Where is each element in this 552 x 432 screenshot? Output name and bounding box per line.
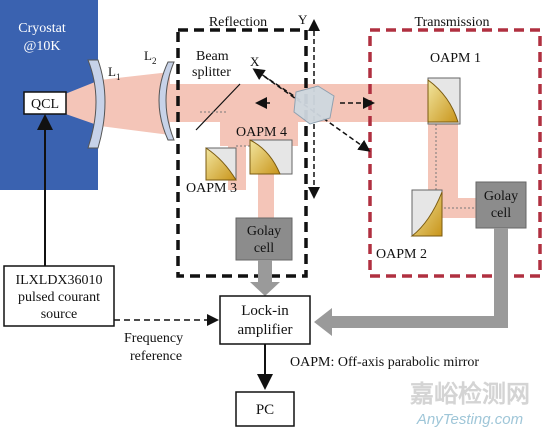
lens-l1-label: L [108, 64, 116, 79]
lockin-amplifier-box [219, 295, 311, 345]
lens-l1 [87, 59, 106, 149]
cryostat-label: Cryostat [18, 21, 66, 36]
lockin-label-1: Lock-in [241, 303, 289, 319]
pc-label: PC [256, 402, 274, 418]
oapm-legend: OAPM: Off-axis parabolic mirror [290, 355, 479, 370]
golay-cell-right [475, 181, 527, 229]
transmission-label: Transmission [415, 15, 490, 30]
beam-expanding [100, 72, 170, 135]
lens-l2 [158, 61, 175, 141]
beam-splitter-label-1: Beam [196, 49, 229, 64]
beam-source [60, 80, 100, 126]
beam-splitter-label-2: splitter [192, 65, 231, 80]
sample [293, 85, 335, 125]
cryostat-temperature: @10K [23, 39, 60, 54]
lens-l1-subscript: 1 [116, 72, 121, 82]
transmission-box [368, 28, 542, 278]
oapm3-mirror [205, 147, 237, 181]
golay-cell-right-label-2: cell [491, 206, 511, 221]
oapm1-mirror [427, 79, 459, 123]
source-label-3: source [41, 307, 78, 322]
golay-cell-right-label-1: Golay [484, 189, 518, 204]
golay-cell-left-label-2: cell [254, 241, 274, 256]
source-label-2: pulsed courant [18, 290, 100, 305]
oapm1-label: OAPM 1 [430, 51, 481, 66]
golay-right-signal-arrow [314, 228, 508, 336]
oapm2-label: OAPM 2 [376, 247, 427, 262]
pc-box [235, 391, 295, 427]
axis-x-arrow-reverse [252, 68, 301, 101]
oapm4-label: OAPM 4 [236, 125, 287, 140]
oapm2-mirror [410, 191, 443, 237]
lens-l2-label: L [144, 48, 152, 63]
lockin-label-2: amplifier [238, 322, 293, 338]
reflection-box [176, 28, 308, 278]
axis-y-label: Y [298, 12, 308, 27]
frequency-reference-label-2: reference [130, 349, 182, 364]
golay-cell-left-label-1: Golay [247, 224, 281, 239]
frequency-reference-label-1: Frequency [124, 331, 183, 346]
golay-left-signal-arrow [250, 260, 280, 296]
watermark-cn: 嘉峪检测网 [410, 380, 530, 408]
beam-splitter-pointer [195, 83, 241, 131]
source-label-1: ILXLDX36010 [15, 273, 102, 288]
qcl-label: QCL [31, 97, 59, 112]
oapm3-label: OAPM 3 [186, 181, 237, 196]
reflection-label: Reflection [209, 15, 267, 30]
lens-l2-subscript: 2 [152, 56, 157, 66]
golay-cell-left [235, 217, 293, 261]
source-box [3, 265, 115, 327]
watermark-en: AnyTesting.com [416, 411, 523, 428]
axis-x-label: X [250, 54, 260, 69]
oapm4-mirror [249, 139, 281, 175]
